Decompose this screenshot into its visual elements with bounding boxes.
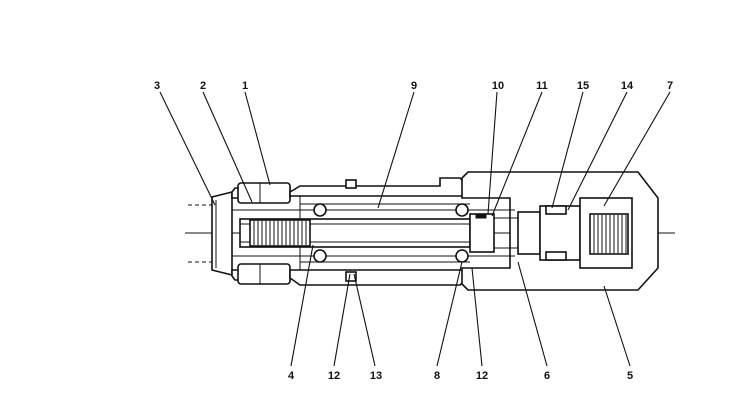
callout-14: 14 (621, 80, 634, 92)
left-spring (249, 219, 311, 247)
callout-5: 5 (627, 370, 633, 382)
callout-4: 4 (288, 370, 295, 382)
callout-labels: 3 2 1 9 10 11 15 14 7 4 12 13 8 12 6 5 (154, 80, 673, 382)
leader-lines (159, 91, 671, 367)
callout-8: 8 (434, 370, 440, 382)
callout-12-right: 12 (476, 370, 488, 382)
callout-11: 11 (536, 80, 548, 92)
seat (469, 213, 518, 253)
callout-2: 2 (200, 80, 206, 92)
callout-10: 10 (492, 80, 504, 92)
callout-12-left: 12 (328, 370, 340, 382)
callout-6: 6 (544, 370, 550, 382)
sleeve-body (289, 177, 469, 286)
callout-15: 15 (577, 80, 589, 92)
callout-9: 9 (411, 80, 417, 92)
right-spring (589, 213, 629, 255)
callout-13: 13 (370, 370, 382, 382)
o-rings (313, 203, 469, 263)
callout-3: 3 (154, 80, 160, 92)
callout-7: 7 (667, 80, 673, 92)
callout-1: 1 (242, 80, 248, 92)
